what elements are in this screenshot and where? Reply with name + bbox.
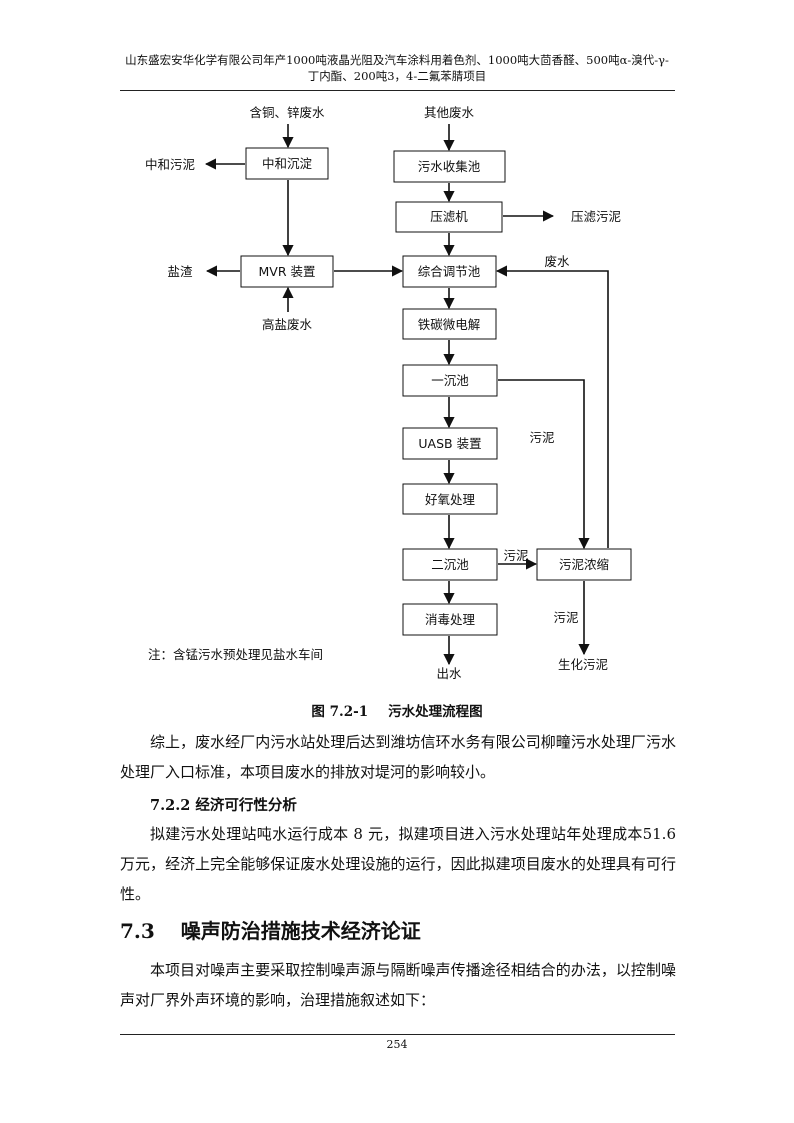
- paragraph-economic: 拟建污水处理站吨水运行成本 8 元，拟建项目进入污水处理站年处理成本51.6万元…: [120, 825, 676, 903]
- label-out-bio-sludge: 生化污泥: [558, 657, 608, 672]
- figure-number: 图 7.2-1: [311, 704, 369, 720]
- section-heading: 7.3 噪声防治措施技术经济论证: [120, 915, 421, 944]
- page-header: 山东盛宏安华化学有限公司年产1000吨液晶光阻及汽车涂料用着色剂、1000吨大茴…: [110, 52, 684, 84]
- label-out-water: 出水: [436, 666, 462, 681]
- box-settle-2: [402, 548, 498, 581]
- label-settle1: 一沉池: [431, 373, 469, 388]
- label-collect: 污水收集池: [418, 159, 481, 174]
- label-input-cuzn: 含铜、锌废水: [249, 105, 325, 120]
- box-fe-c: [402, 308, 497, 340]
- label-out-neutral-sludge: 中和污泥: [145, 157, 195, 172]
- header-rule: [120, 90, 675, 91]
- label-aerobic: 好氧处理: [425, 492, 476, 507]
- label-thicken: 污泥浓缩: [559, 557, 609, 572]
- label-out-press-sludge: 压滤污泥: [571, 209, 621, 224]
- label-adjust: 综合调节池: [418, 264, 481, 279]
- label-uasb: UASB 装置: [418, 436, 481, 451]
- label-mvr: MVR 装置: [259, 264, 316, 279]
- label-disinfect: 消毒处理: [425, 612, 476, 627]
- label-input-other: 其他废水: [424, 105, 475, 120]
- arrow-thicken-to-adjust: [495, 265, 609, 548]
- label-wastewater: 废水: [544, 254, 570, 269]
- flowchart-note: 注：含锰污水预处理见盐水车间: [148, 647, 323, 662]
- subsection-heading: 7.2.2 经济可行性分析: [150, 797, 297, 814]
- label-sludge-down: 污泥: [553, 610, 578, 625]
- box-aerobic: [402, 483, 498, 515]
- box-mvr: [240, 255, 334, 288]
- box-sludge-thicken: [536, 548, 632, 581]
- arrow-settle1-to-thicken: [498, 379, 590, 550]
- figure-caption: 图 7.2-1 污水处理流程图: [0, 700, 794, 720]
- figure-title: 污水处理流程图: [388, 704, 483, 720]
- box-filter-press: [395, 201, 503, 233]
- page-number: 254: [386, 1038, 408, 1051]
- label-fec: 铁碳微电解: [418, 317, 481, 332]
- paragraph-noise: 本项目对噪声主要采取控制噪声源与隔断噪声传播途径相结合的办法，以控制噪声对厂界外…: [120, 961, 676, 1009]
- section-number: 7.3: [120, 919, 155, 943]
- box-neutral-precipitation: [245, 147, 329, 180]
- paragraph-conclusion: 综上，废水经厂内污水站处理后达到潍坊信环水务有限公司柳疃污水处理厂污水处理厂入口…: [120, 733, 676, 781]
- label-sludge-side: 污泥: [503, 548, 528, 563]
- label-settle2: 二沉池: [431, 557, 469, 572]
- label-out-salt: 盐渣: [167, 264, 193, 279]
- label-press: 压滤机: [430, 209, 468, 224]
- box-disinfection: [402, 603, 498, 636]
- label-neutral: 中和沉淀: [262, 156, 313, 171]
- header-line-2: 丁内酯、200吨3，4-二氟苯腈项目: [307, 69, 487, 83]
- section-title: 噪声防治措施技术经济论证: [180, 919, 421, 943]
- wastewater-flowchart: 中和沉淀 MVR 装置 污水收集池 压滤机 综合调节池 铁碳微电解 一沉池 UA…: [145, 105, 632, 681]
- header-line-1: 山东盛宏安华化学有限公司年产1000吨液晶光阻及汽车涂料用着色剂、1000吨大茴…: [125, 53, 669, 67]
- footer-rule: [120, 1034, 675, 1035]
- label-input-highsalt: 高盐废水: [262, 317, 313, 332]
- box-collection-tank: [393, 150, 506, 183]
- label-sludge-mid: 污泥: [529, 430, 554, 445]
